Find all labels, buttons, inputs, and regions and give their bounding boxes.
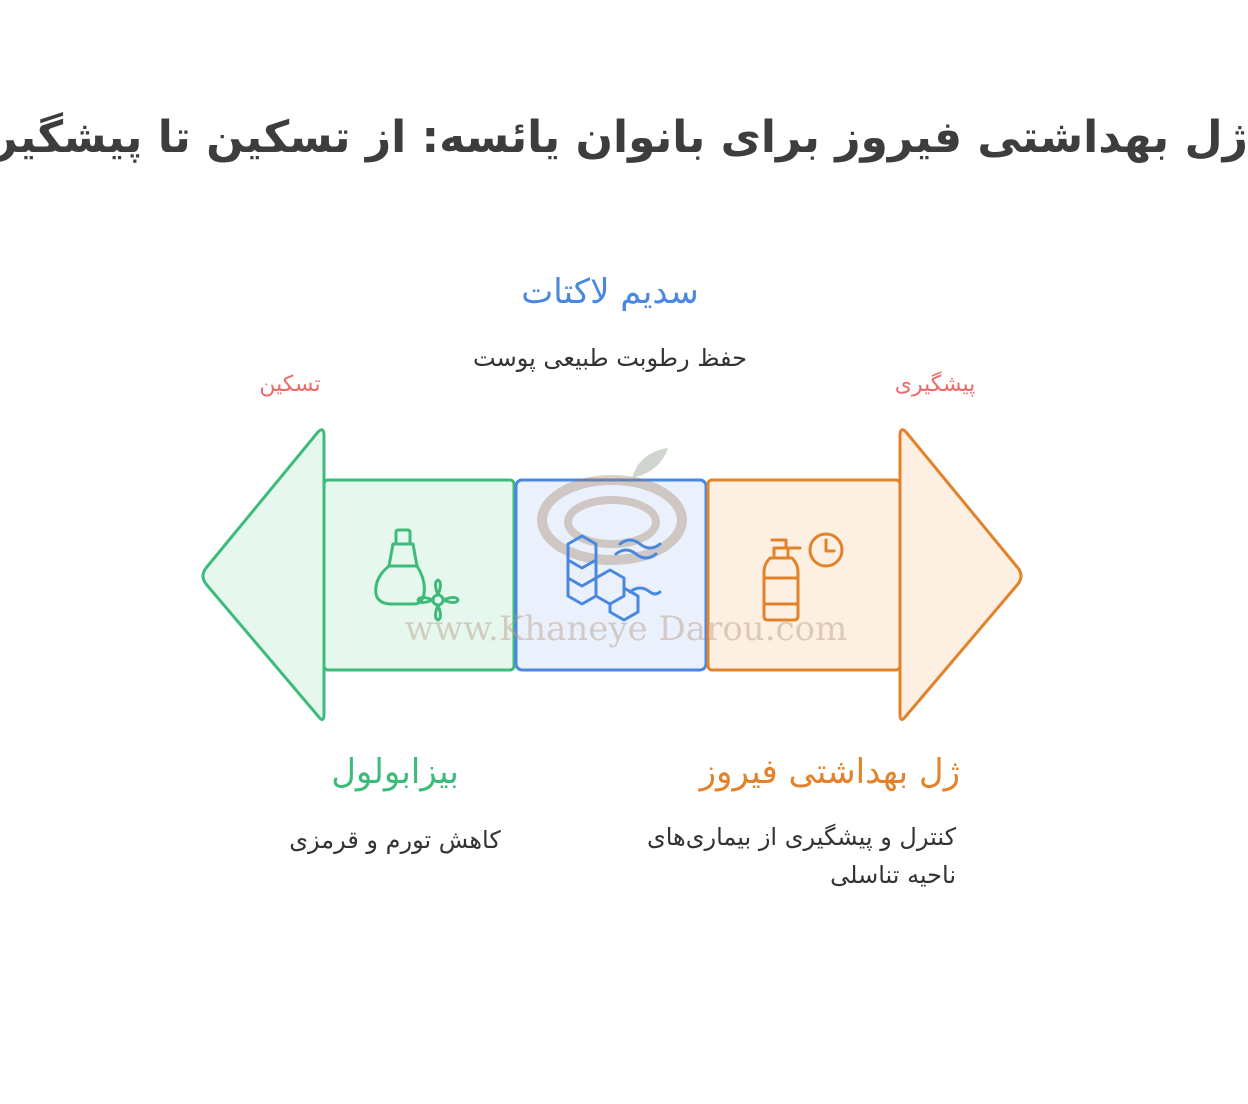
left-item-description: کاهش تورم و قرمزی [289, 826, 501, 854]
hexagon-water-icon [566, 534, 662, 622]
left-item-box [322, 478, 516, 672]
middle-item-description: حفظ رطوبت طبیعی پوست [473, 344, 747, 372]
brush-flower-icon [374, 528, 460, 622]
page-title: ژل بهداشتی فیروز برای بانوان یائسه: از ت… [0, 112, 1248, 163]
middle-item-heading: سدیم لاکتات [521, 272, 699, 312]
right-item-heading: ژل بهداشتی فیروز [699, 752, 960, 792]
left-item-heading: بیزابولول [331, 752, 459, 792]
left-arrow-shape [201, 428, 326, 721]
right-arrow-shape [898, 428, 1023, 721]
axis-label-relief: تسکین [259, 372, 321, 397]
middle-item-box [514, 478, 708, 672]
leaf-swirl-logo-icon [537, 448, 687, 565]
spray-bottle-clock-icon [762, 532, 844, 622]
watermark-text: www.Khaneye Darou.com [405, 609, 848, 649]
right-item-description: کنترل و پیشگیری از بیماری‌های ناحیه تناس… [646, 823, 956, 889]
axis-label-prevention: پیشگیری [894, 372, 976, 397]
